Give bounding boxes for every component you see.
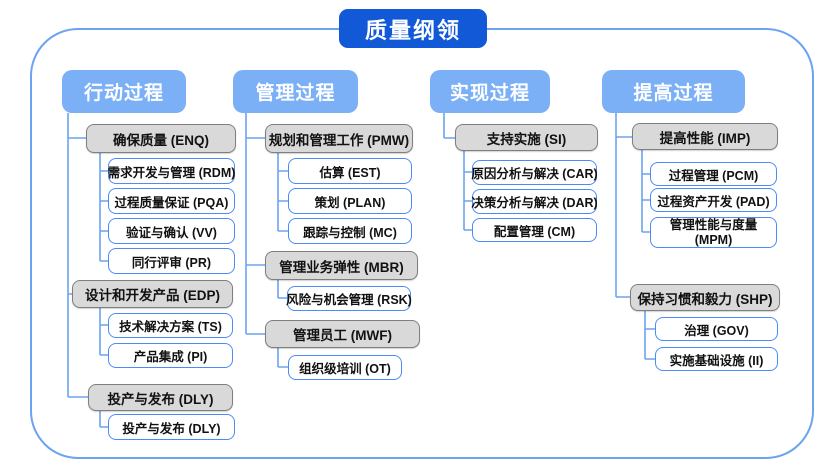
- group-dly: 投产与发布 (DLY): [88, 384, 233, 411]
- group-si: 支持实施 (SI): [455, 124, 598, 151]
- leaf-plan: 策划 (PLAN): [288, 188, 412, 214]
- group-shp: 保持习惯和毅力 (SHP): [630, 284, 780, 311]
- leaf-gov: 治理 (GOV): [655, 317, 778, 341]
- group-edp: 设计和开发产品 (EDP): [72, 280, 233, 308]
- group-pmw: 规划和管理工作 (PMW): [265, 124, 413, 153]
- leaf-pi: 产品集成 (PI): [108, 343, 233, 368]
- group-mbr: 管理业务弹性 (MBR): [265, 251, 418, 280]
- leaf-mpm: 管理性能与度量 (MPM): [650, 217, 777, 248]
- leaf-rdm: 需求开发与管理 (RDM): [108, 158, 235, 184]
- diagram-title: 质量纲领: [339, 9, 487, 48]
- leaf-rsk: 风险与机会管理 (RSK): [286, 286, 412, 311]
- leaf-dly: 投产与发布 (DLY): [108, 414, 235, 440]
- leaf-vv: 验证与确认 (VV): [108, 218, 235, 244]
- leaf-pr: 同行评审 (PR): [108, 248, 235, 274]
- leaf-mc: 跟踪与控制 (MC): [288, 218, 412, 244]
- leaf-ot: 组织级培训 (OT): [288, 355, 402, 380]
- column-header-realization-process: 实现过程: [430, 70, 550, 113]
- leaf-est: 估算 (EST): [288, 158, 412, 184]
- leaf-pcm: 过程管理 (PCM): [650, 162, 777, 186]
- column-header-improvement-process: 提高过程: [602, 70, 745, 113]
- leaf-car: 原因分析与解决 (CAR): [471, 160, 598, 185]
- group-enq: 确保质量 (ENQ): [86, 124, 236, 153]
- group-imp: 提高性能 (IMP): [632, 123, 778, 150]
- leaf-pad: 过程资产开发 (PAD): [650, 188, 777, 212]
- leaf-ii: 实施基础设施 (II): [655, 347, 778, 371]
- group-mwf: 管理员工 (MWF): [265, 320, 420, 348]
- column-header-management-process: 管理过程: [233, 70, 358, 113]
- column-header-action-process: 行动过程: [62, 70, 186, 113]
- leaf-ts: 技术解决方案 (TS): [108, 313, 233, 338]
- leaf-pqa: 过程质量保证 (PQA): [108, 188, 235, 214]
- leaf-dar: 决策分析与解决 (DAR): [471, 189, 598, 214]
- leaf-cm: 配置管理 (CM): [472, 218, 597, 242]
